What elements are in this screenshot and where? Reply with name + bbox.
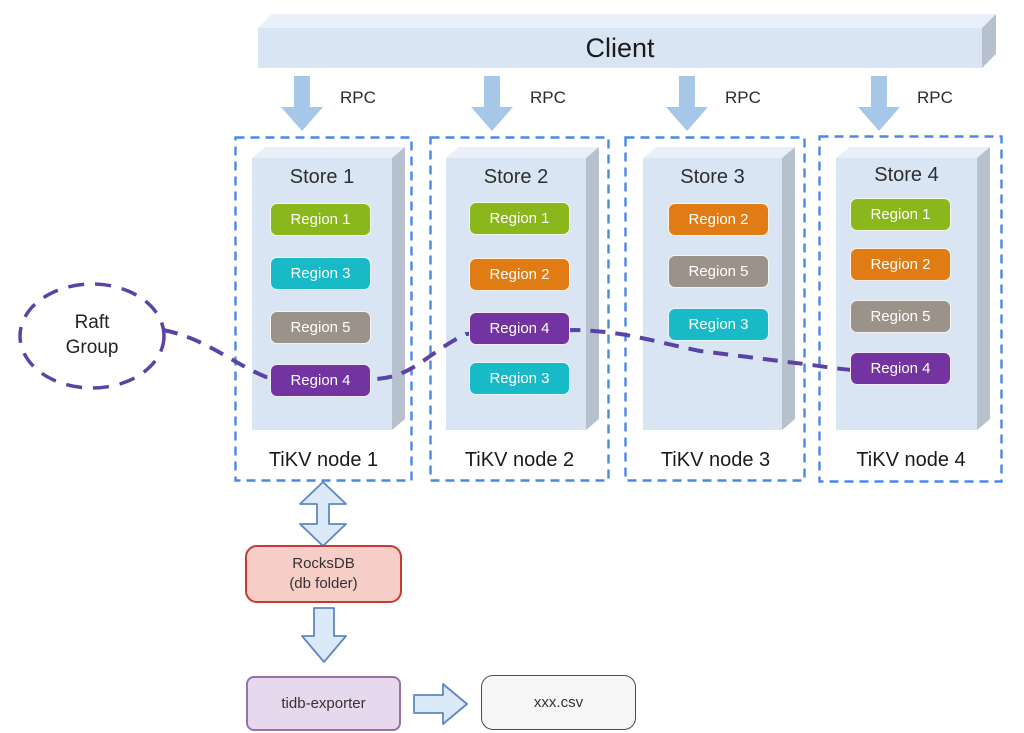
store1-top-face (252, 147, 405, 158)
store4-top-face (836, 147, 990, 158)
tikv-node-label: TiKV node 1 (268, 448, 379, 471)
client-label: Client (585, 32, 655, 63)
client-bar-top-face (258, 14, 996, 28)
region-box: Region 4 (850, 352, 951, 385)
store2-top-face (446, 147, 599, 158)
exporter-box: tidb-exporter (246, 676, 401, 731)
region-box: Region 2 (850, 248, 951, 281)
region-box: Region 2 (469, 258, 570, 291)
region-box: Region 1 (469, 202, 570, 235)
bidirectional-arrow-icon (299, 481, 347, 547)
region-box: Region 5 (850, 300, 951, 333)
rpc-arrow-icon (471, 76, 513, 131)
rocksdb-label-line2: (db folder) (289, 575, 358, 592)
tikv-node-label: TiKV node 2 (464, 448, 575, 471)
raft-group-label-line2: Group (65, 337, 119, 358)
client-bar-front-face (258, 28, 982, 68)
rpc-label: RPC (530, 88, 566, 107)
region-box: Region 4 (270, 364, 371, 397)
client-bar-side-face (982, 14, 996, 68)
tikv-node-label: TiKV node 3 (660, 448, 771, 471)
raft-group-label-line1: Raft (74, 312, 110, 333)
store3-top-face (643, 147, 795, 158)
store4-side-face (977, 147, 990, 430)
tikv-node-label: TiKV node 4 (856, 448, 966, 471)
csv-box: xxx.csv (481, 675, 636, 730)
store-box (836, 147, 990, 430)
region-box: Region 1 (270, 203, 371, 236)
store3-side-face (782, 147, 795, 430)
region-box: Region 5 (270, 311, 371, 344)
rocksdb-box: RocksDB (db folder) (245, 545, 402, 603)
region-box: Region 3 (469, 362, 570, 395)
region-box: Region 3 (668, 308, 769, 341)
rocksdb-label-line1: RocksDB (292, 555, 355, 572)
region-box: Region 1 (850, 198, 951, 231)
tikv-node4-border (818, 135, 1003, 483)
rpc-label: RPC (917, 88, 953, 107)
tikv-node1-border (234, 136, 413, 482)
rpc-label: RPC (340, 88, 376, 107)
client-bar (258, 14, 996, 68)
region-box: Region 5 (668, 255, 769, 288)
store-title: Store 3 (680, 165, 745, 188)
store-title: Store 4 (874, 163, 939, 186)
store-title: Store 2 (483, 165, 549, 188)
rpc-label: RPC (725, 88, 761, 107)
store-title: Store 1 (289, 165, 355, 188)
raft-group-ellipse (18, 282, 166, 390)
tikv-node3-border (624, 136, 806, 482)
raft-group-label: Raft Group (40, 310, 144, 360)
rpc-arrow-icon (281, 76, 323, 131)
csv-label: xxx.csv (533, 694, 584, 711)
rpc-arrow-icon (858, 76, 900, 131)
tikv-node2-border (429, 136, 610, 482)
exporter-label: tidb-exporter (281, 695, 366, 712)
down-arrow-icon (301, 607, 347, 663)
region-box: Region 2 (668, 203, 769, 236)
rpc-arrow-icon (666, 76, 708, 131)
store2-side-face (586, 147, 599, 430)
region-box: Region 3 (270, 257, 371, 290)
store3-front-face (643, 158, 782, 430)
right-arrow-icon (413, 683, 468, 725)
store1-side-face (392, 147, 405, 430)
region-box: Region 4 (469, 312, 570, 345)
raft-dashed-line (162, 328, 898, 381)
